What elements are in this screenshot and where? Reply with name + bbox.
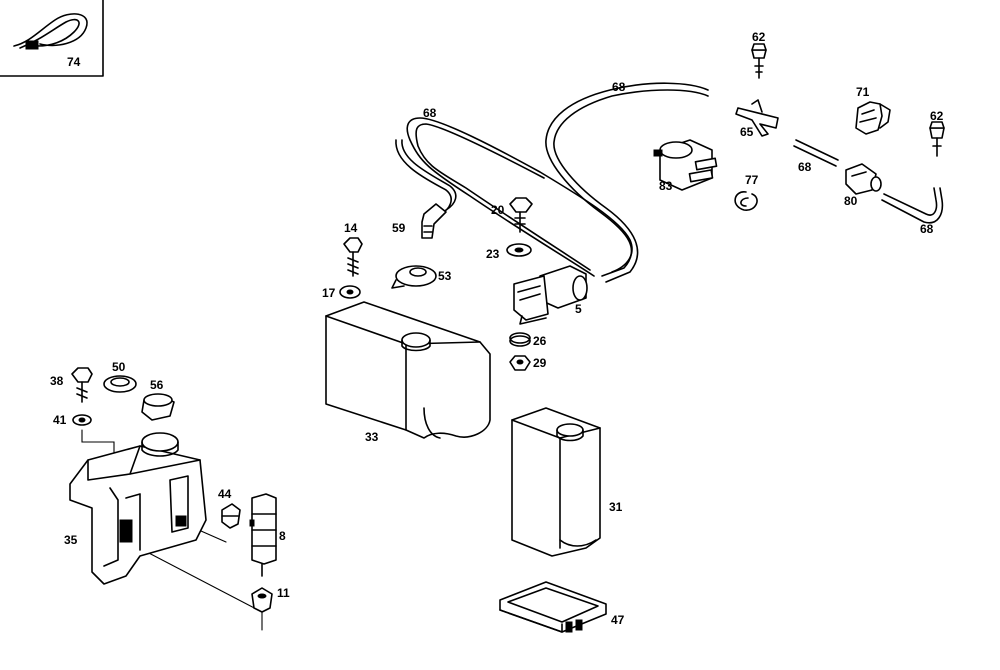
part-14-bolt: 14	[343, 221, 363, 277]
callout-33: 33	[365, 430, 379, 444]
part-33-tank: 33	[325, 301, 491, 444]
part-23-washer: 23	[486, 243, 532, 261]
cable-tie-loop	[13, 13, 88, 47]
part-17-washer: 17	[322, 285, 361, 300]
part-83-pump: 83	[653, 139, 718, 193]
callout-17: 17	[322, 286, 336, 300]
callout-23: 23	[486, 247, 500, 261]
callout-65: 65	[740, 125, 754, 139]
part-62-right: 62	[929, 109, 945, 157]
callout-80: 80	[844, 194, 858, 208]
callout-11: 11	[277, 586, 290, 600]
hose-68-middle: 68	[395, 106, 633, 277]
callout-47: 47	[611, 613, 625, 627]
callout-62-right: 62	[930, 109, 944, 123]
hose-68-upper: 68	[545, 80, 709, 283]
part-53-cap: 53	[391, 265, 452, 289]
inset-cable-tie: 74	[0, 0, 104, 77]
part-5-motor: 5	[513, 265, 588, 325]
callout-68-top: 68	[612, 80, 626, 94]
callout-68-middle: 68	[423, 106, 437, 120]
part-31-tank: 31	[511, 407, 623, 557]
callout-20: 20	[491, 203, 505, 217]
part-59-elbow: 59	[392, 203, 447, 239]
part-50-grommet: 50	[103, 360, 137, 393]
part-29-nut: 29	[509, 355, 547, 371]
callout-31: 31	[609, 500, 623, 514]
part-80-valve: 80	[844, 163, 882, 208]
callout-5: 5	[575, 302, 582, 316]
hose-68-right: 68	[881, 187, 944, 236]
part-35-tank: 35	[64, 432, 207, 585]
callout-35: 35	[64, 533, 78, 547]
part-71-bracket: 71	[855, 85, 891, 135]
callout-83: 83	[659, 179, 673, 193]
inset-frame	[0, 0, 104, 77]
callout-44: 44	[218, 487, 232, 501]
part-77-clip: 77	[734, 173, 759, 211]
part-56-cap: 56	[141, 378, 175, 421]
callout-38: 38	[50, 374, 64, 388]
callout-74: 74	[67, 55, 81, 69]
callout-53: 53	[438, 269, 452, 283]
part-41-washer: 41	[53, 413, 92, 427]
callout-71: 71	[856, 85, 870, 99]
callout-59: 59	[392, 221, 406, 235]
callout-26: 26	[533, 334, 547, 348]
callout-14: 14	[344, 221, 358, 235]
cable-tie-head	[25, 40, 39, 50]
callout-8: 8	[279, 529, 286, 543]
part-38-screw: 38	[50, 367, 93, 403]
callout-50: 50	[112, 360, 126, 374]
part-8-pump: 8	[249, 493, 286, 577]
part-26-washer: 26	[509, 332, 547, 348]
callout-29: 29	[533, 356, 547, 370]
callout-41: 41	[53, 413, 67, 427]
callout-56: 56	[150, 378, 164, 392]
part-20-bolt: 20	[491, 197, 533, 233]
callout-77: 77	[745, 173, 759, 187]
cable-tie-inner	[19, 18, 80, 49]
part-47-tray: 47	[499, 581, 625, 633]
part-62-top: 62	[751, 30, 767, 79]
callout-62-top: 62	[752, 30, 766, 44]
hose-68-short: 68	[793, 139, 839, 174]
callout-68-short: 68	[798, 160, 812, 174]
part-44-grommet: 44	[218, 487, 241, 529]
part-65-connector: 65	[735, 99, 779, 139]
part-11-grommet: 11	[251, 586, 290, 613]
callout-68-right: 68	[920, 222, 934, 236]
